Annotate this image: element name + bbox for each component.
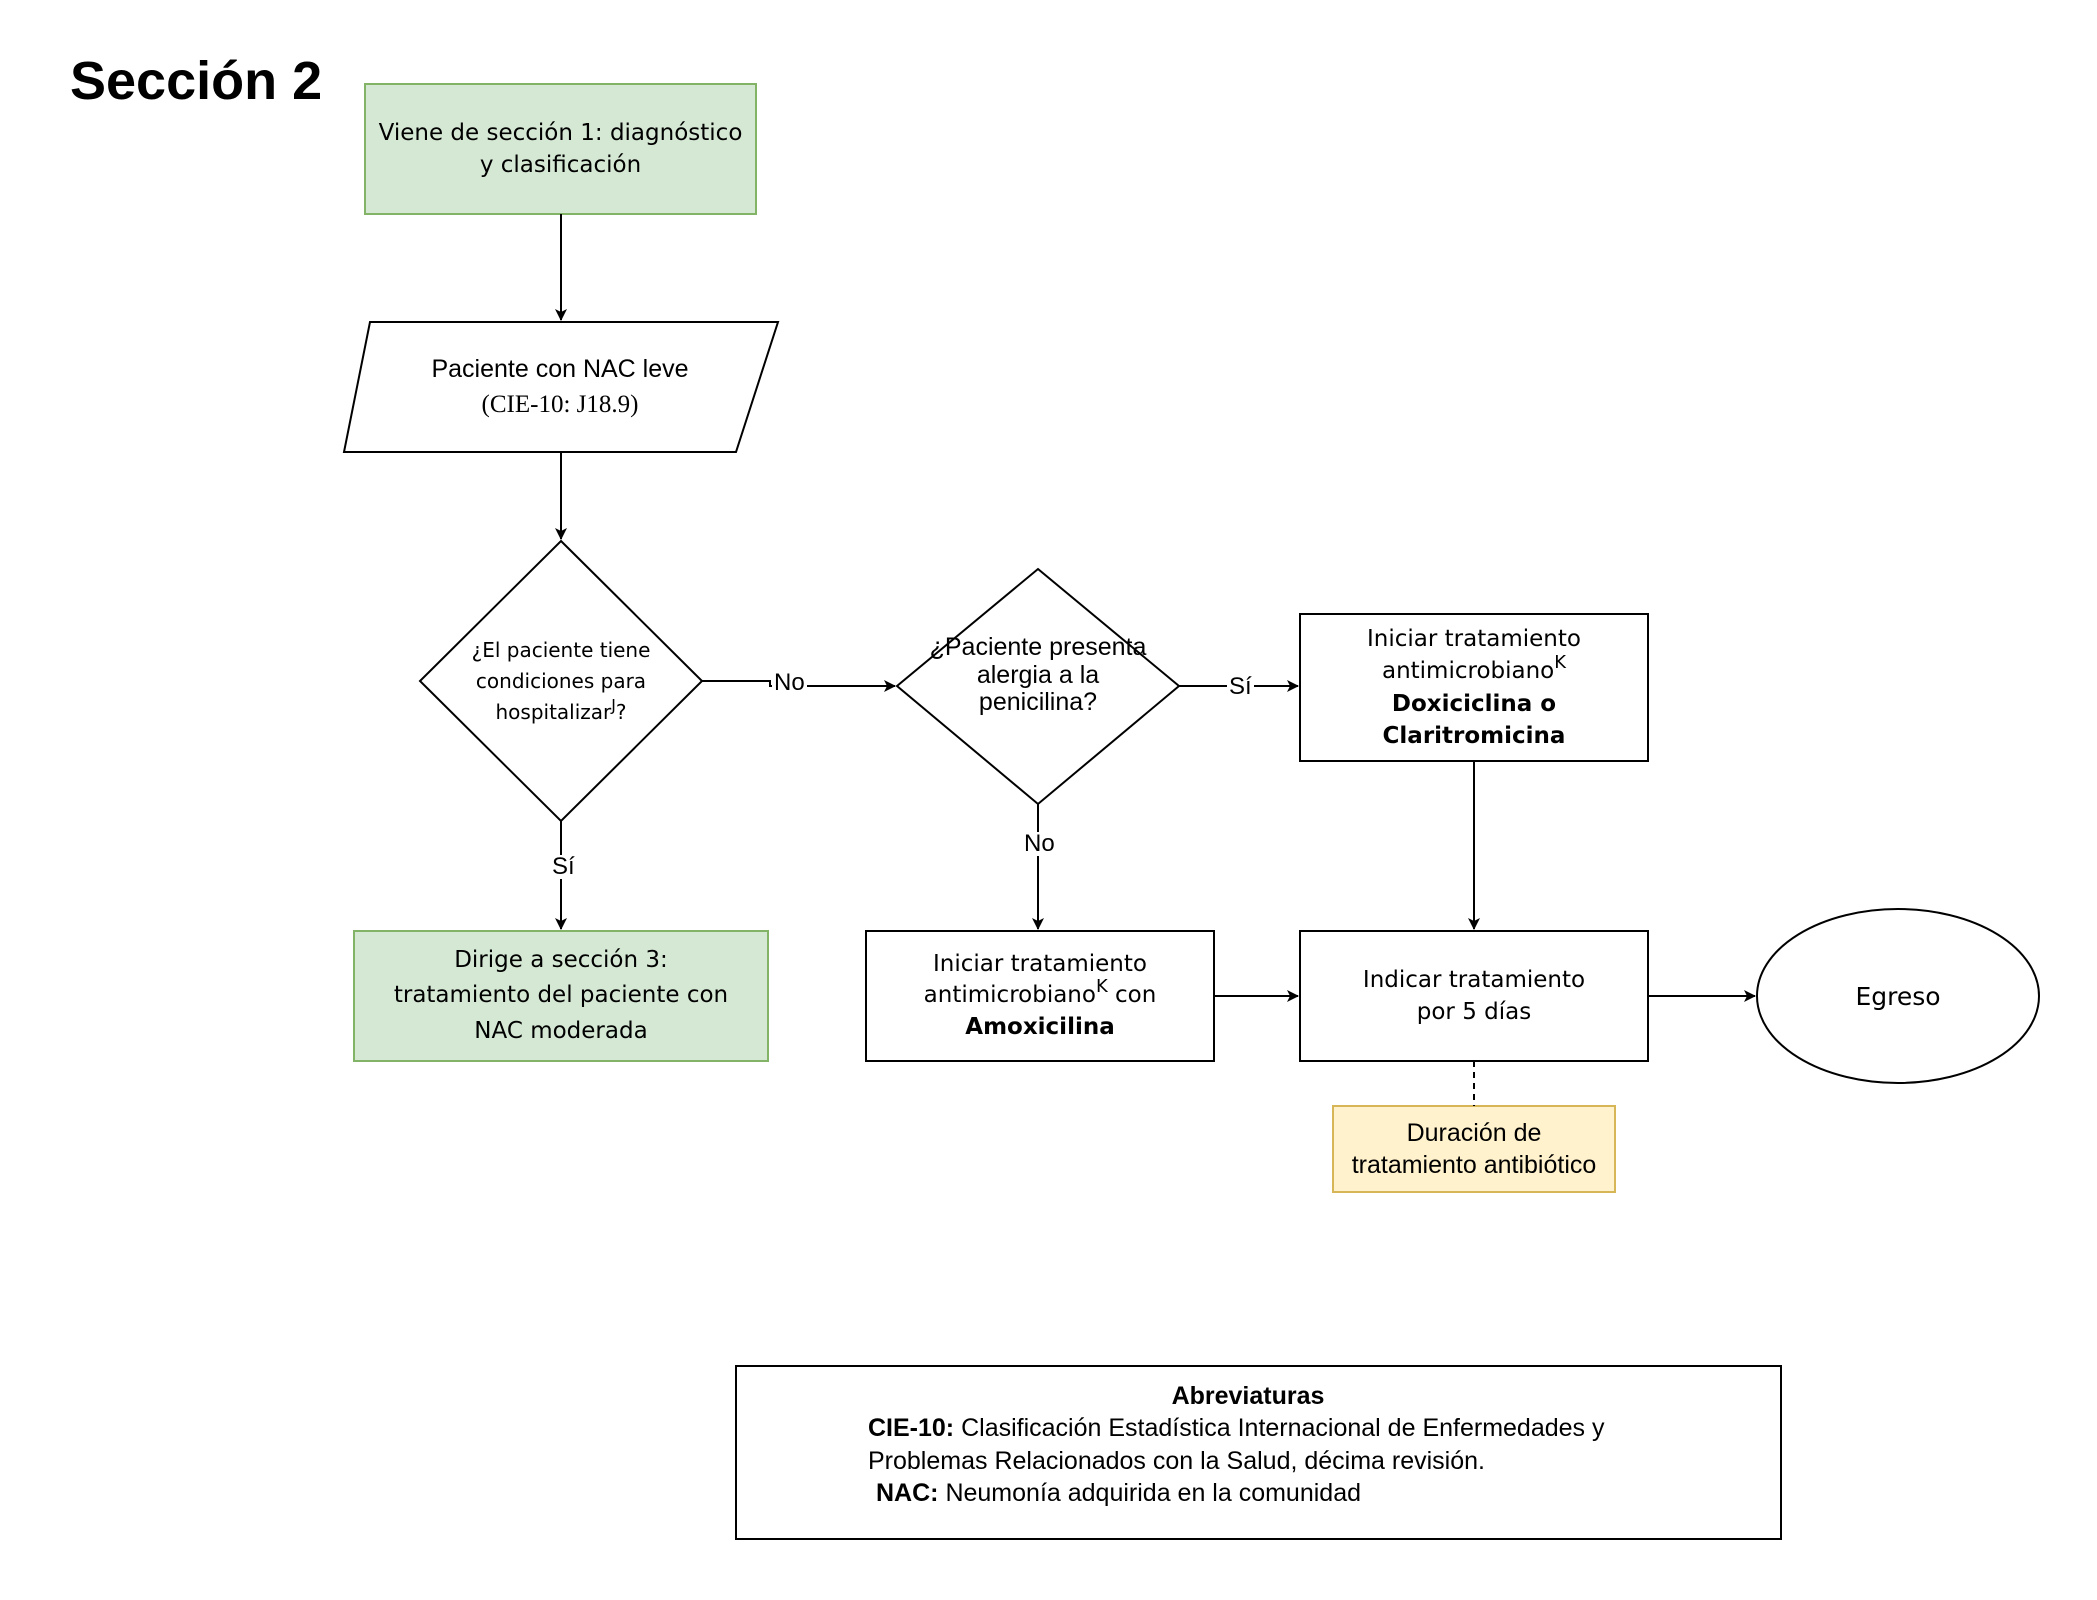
decision-allergy-line3: penicilina?	[978, 688, 1098, 717]
treat-amox-drug: Amoxicilina	[965, 1013, 1115, 1040]
decision-hospital-line2: condiciones para	[475, 668, 647, 693]
start-box	[364, 83, 757, 215]
decision-hospital-line3: hospitalizarJ?	[495, 697, 626, 728]
treat-doxi-drug: Doxiciclina o Claritromicina	[1382, 690, 1566, 749]
edge-label-si-allergy: Sí	[1227, 673, 1254, 700]
footnote-k-2: K	[1095, 976, 1108, 998]
edge-label-no-hospital: No	[772, 669, 807, 696]
duration-node-text: Indicar tratamiento por 5 días	[1300, 931, 1648, 1061]
footnote-j: J	[611, 695, 616, 714]
refer-node-text: Dirige a sección 3: tratamiento del paci…	[354, 931, 768, 1061]
duration-line2: por 5 días	[1416, 999, 1532, 1025]
abbr-nac-def: Neumonía adquirida en la comunidad	[938, 1479, 1361, 1507]
input-parallelogram	[342, 321, 780, 453]
edge-label-si-hospital: Sí	[550, 853, 577, 880]
decision-hospital-word: hospitalizar	[495, 699, 612, 724]
end-ellipse	[1756, 908, 2040, 1084]
treat-doxi-line2: antimicrobianoK	[1381, 652, 1567, 687]
note-line2: tratamiento antibiótico	[1351, 1151, 1597, 1179]
treat-doxi-text: Iniciar tratamiento antimicrobianoK Doxi…	[1300, 614, 1648, 761]
treat-amox-con: con	[1107, 982, 1157, 1009]
decision-hospital-line1: ¿El paciente tiene	[471, 637, 651, 662]
treat-amox-text: Iniciar tratamiento antimicrobianoK con …	[866, 931, 1214, 1061]
treat-doxi-box	[1299, 613, 1649, 762]
treat-amox-line2: antimicrobianoK con	[923, 976, 1157, 1011]
abbr-cie-term: CIE-10:	[868, 1414, 955, 1442]
decision-allergy-line1: ¿Paciente presenta	[929, 633, 1147, 662]
decision-hospital-text: ¿El paciente tiene condiciones para hosp…	[440, 541, 682, 821]
abbr-nac-term: NAC:	[876, 1479, 939, 1507]
page-title: Sección 2	[70, 51, 323, 111]
abbreviations-title: Abreviaturas	[1171, 1382, 1325, 1410]
abbreviations-list: CIE-10: Clasificación Estadística Intern…	[868, 1412, 1788, 1510]
abbr-cie-def-1: Clasificación Estadística Internacional …	[954, 1414, 1605, 1442]
input-label-2: (CIE-10: J18.9)	[481, 391, 639, 418]
abbreviations-box	[735, 1365, 1782, 1540]
footnote-k: K	[1554, 652, 1567, 674]
input-node-text: Paciente con NAC leve (CIE-10: J18.9)	[370, 322, 750, 452]
refer-box	[353, 930, 769, 1062]
refer-label: Dirige a sección 3: tratamiento del paci…	[393, 946, 729, 1044]
treat-amox-line1: Iniciar tratamiento	[933, 951, 1147, 978]
end-node-text: Egreso	[1757, 909, 2039, 1083]
note-node-text: Duración de tratamiento antibiótico	[1333, 1106, 1615, 1192]
start-label: Viene de sección 1: diagnóstico y clasif…	[378, 119, 743, 178]
treat-amox-box	[865, 930, 1215, 1062]
decision-allergy-text: ¿Paciente presenta alergia a la penicili…	[917, 569, 1159, 804]
edge-label-no-allergy: No	[1022, 830, 1057, 857]
treat-amox-word: antimicrobiano	[923, 982, 1096, 1009]
decision-hospital-suffix: ?	[615, 699, 627, 724]
start-node-text: Viene de sección 1: diagnóstico y clasif…	[365, 84, 756, 214]
duration-line1: Indicar tratamiento	[1362, 966, 1586, 993]
abbr-cie-line1: CIE-10: Clasificación Estadística Intern…	[868, 1412, 1788, 1445]
treat-doxi-word: antimicrobiano	[1381, 658, 1555, 685]
note-box	[1332, 1105, 1616, 1193]
abbr-cie-line2: Problemas Relacionados con la Salud, déc…	[868, 1446, 1485, 1475]
decision-allergy-line2: alergia a la	[976, 660, 1100, 689]
input-label-1: Paciente con NAC leve	[431, 355, 689, 383]
note-line1: Duración de	[1406, 1118, 1542, 1147]
end-label: Egreso	[1855, 981, 1941, 1011]
abbr-nac-line: NAC: Neumonía adquirida en la comunidad	[868, 1477, 1788, 1510]
treat-doxi-line1: Iniciar tratamiento	[1367, 626, 1581, 653]
edge-decision-no-to-allergy	[702, 680, 896, 692]
